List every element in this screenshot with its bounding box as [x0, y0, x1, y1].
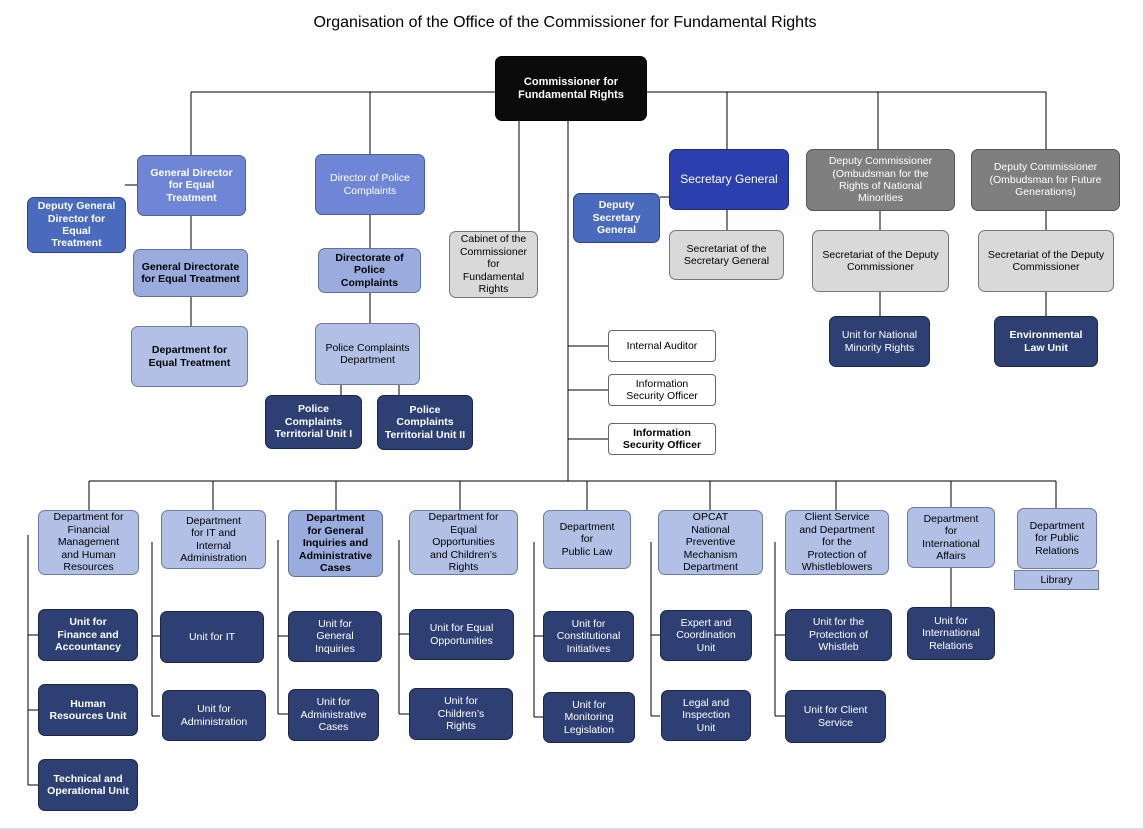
- secretariat-secretary-general-box: Secretariat of the Secretary General: [669, 230, 784, 280]
- library-box: Library: [1014, 570, 1099, 590]
- rail-finance: [27, 535, 38, 786]
- connector-bottom-drops: [88, 481, 1057, 510]
- information-security-officer-box-1: Information Security Officer: [608, 374, 716, 406]
- environmental-law-unit-box: Environmental Law Unit: [994, 316, 1098, 367]
- rail-it: [151, 542, 160, 717]
- general-director-equal-treatment-box: General Director for Equal Treatment: [137, 155, 246, 216]
- department-international-affairs-box: Department for International Affairs: [907, 507, 995, 568]
- unit-monitoring-legislation-box: Unit for Monitoring Legislation: [543, 692, 635, 743]
- secretariat-deputy-commissioner-box-1: Secretariat of the Deputy Commissioner: [812, 230, 949, 292]
- deputy-general-director-box: Deputy General Director for Equal Treatm…: [27, 197, 126, 253]
- technical-operational-unit-box: Technical and Operational Unit: [38, 759, 138, 811]
- unit-childrens-rights-box: Unit for Children’s Rights: [409, 688, 513, 740]
- deputy-commissioner-future-box: Deputy Commissioner (Ombudsman for Futur…: [971, 149, 1120, 211]
- department-public-relations-box: Department for Public Relations: [1017, 508, 1097, 569]
- police-territorial-unit-1-box: Police Complaints Territorial Unit I: [265, 395, 362, 449]
- secretary-general-box: Secretary General: [669, 149, 789, 210]
- deputy-commissioner-minorities-box: Deputy Commissioner (Ombudsman for the R…: [806, 149, 955, 211]
- rail-public-law: [533, 542, 543, 718]
- rail-equal-opp: [398, 540, 409, 715]
- department-it-administration-box: Department for IT and Internal Administr…: [161, 510, 266, 569]
- department-general-inquiries-box: Department for General Inquiries and Adm…: [288, 510, 383, 577]
- unit-general-inquiries-box: Unit for General Inquiries: [288, 611, 382, 662]
- information-security-officer-box-2: Information Security Officer: [608, 423, 716, 455]
- police-complaints-department-box: Police Complaints Department: [315, 323, 420, 385]
- legal-inspection-unit-box: Legal and Inspection Unit: [661, 690, 751, 741]
- secretariat-deputy-commissioner-box-2: Secretariat of the Deputy Commissioner: [978, 230, 1114, 292]
- police-territorial-unit-2-box: Police Complaints Territorial Unit II: [377, 395, 473, 450]
- department-public-law-box: Department for Public Law: [543, 510, 631, 569]
- department-finance-hr-box: Department for Financial Management and …: [38, 510, 139, 575]
- connector-auditors: [568, 345, 608, 440]
- department-opcat-box: OPCAT National Preventive Mechanism Depa…: [658, 510, 763, 575]
- unit-it-box: Unit for IT: [160, 611, 264, 663]
- unit-protection-whistleblowers-box: Unit for the Protection of Whistleb: [785, 609, 892, 661]
- directorate-police-complaints-box: Directorate of Police Complaints: [318, 248, 421, 293]
- unit-finance-accountancy-box: Unit for Finance and Accountancy: [38, 609, 138, 661]
- department-equal-opportunities-box: Department for Equal Opportunities and C…: [409, 510, 518, 575]
- unit-client-service-box: Unit for Client Service: [785, 690, 886, 743]
- rail-inquiries: [277, 540, 288, 715]
- human-resources-unit-box: Human Resources Unit: [38, 684, 138, 736]
- unit-equal-opportunities-box: Unit for Equal Opportunities: [409, 609, 514, 660]
- internal-auditor-box: Internal Auditor: [608, 330, 716, 362]
- expert-coordination-unit-box: Expert and Coordination Unit: [660, 610, 752, 661]
- connector-police-units: [340, 385, 400, 395]
- director-police-complaints-box: Director of Police Complaints: [315, 154, 425, 215]
- unit-administration-box: Unit for Administration: [162, 690, 266, 741]
- unit-constitutional-initiatives-box: Unit for Constitutional Initiatives: [543, 611, 634, 662]
- commissioner-box: Commissioner for Fundamental Rights: [495, 56, 647, 121]
- unit-administrative-cases-box: Unit for Administrative Cases: [288, 689, 379, 741]
- general-directorate-equal-treatment-box: General Directorate for Equal Treatment: [133, 249, 248, 297]
- chart-title: Organisation of the Office of the Commis…: [313, 14, 817, 31]
- rail-client: [774, 542, 785, 717]
- cabinet-box: Cabinet of the Commissioner for Fundamen…: [449, 231, 538, 298]
- department-equal-treatment-box: Department for Equal Treatment: [131, 326, 248, 387]
- rail-opcat: [650, 542, 660, 717]
- unit-international-relations-box: Unit for International Relations: [907, 607, 995, 660]
- deputy-secretary-general-box: Deputy Secretary General: [573, 193, 660, 243]
- unit-national-minority-rights-box: Unit for National Minority Rights: [829, 316, 930, 367]
- department-client-service-whistleblowers-box: Client Service and Department for the Pr…: [785, 510, 889, 575]
